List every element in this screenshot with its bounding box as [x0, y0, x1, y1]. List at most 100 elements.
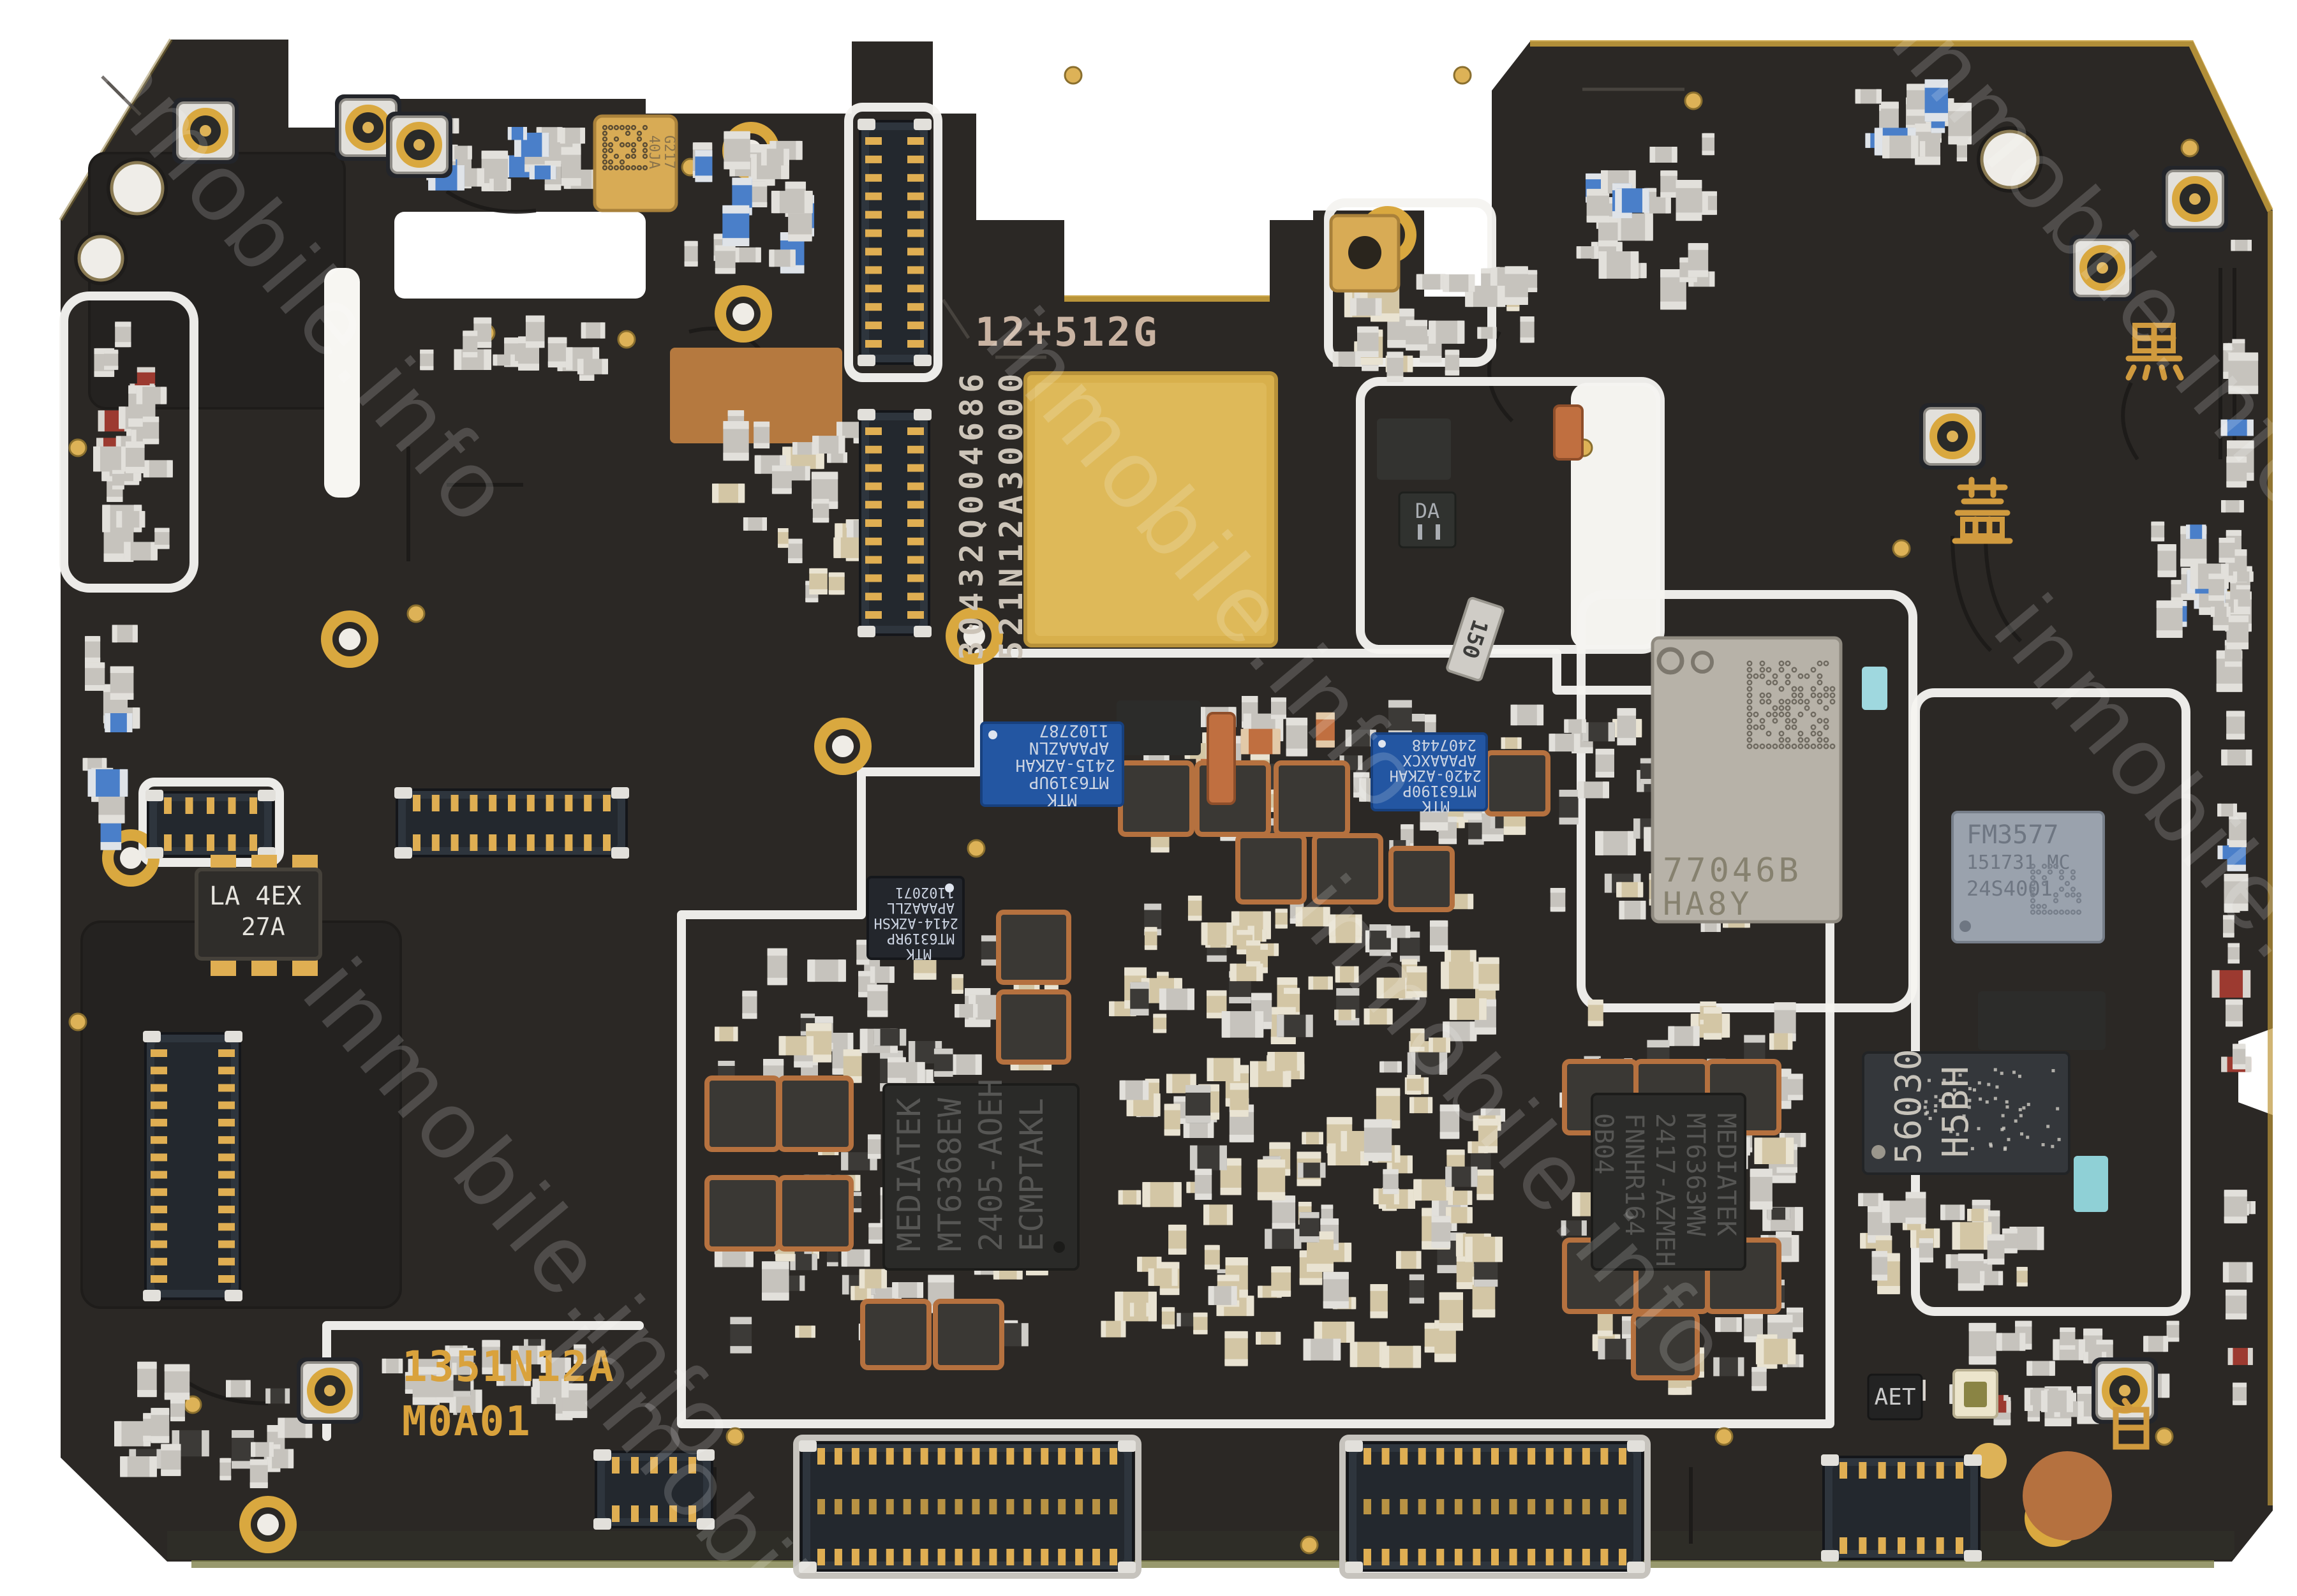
- datamatrix-dot: [1817, 692, 1823, 698]
- gold-screw-ring: [321, 610, 378, 668]
- smd-terminal: [843, 1049, 862, 1056]
- connector-pin: [1528, 1499, 1536, 1514]
- smd-component: [2026, 1361, 2055, 1376]
- laser-dot: [2046, 1125, 2050, 1128]
- smd-body: [1345, 729, 1376, 747]
- smd-terminal: [1355, 351, 1361, 367]
- smd-terminal: [2151, 537, 2165, 542]
- smd-terminal: [1168, 1248, 1187, 1255]
- datamatrix-dot: [642, 124, 648, 131]
- smd-body: [1445, 1166, 1478, 1187]
- smd-body: [769, 249, 796, 267]
- laser-dot: [2056, 1107, 2060, 1111]
- datamatrix-dot: [607, 142, 614, 148]
- datamatrix-dot: [636, 165, 643, 171]
- datamatrix-dot: [602, 124, 608, 131]
- smd-terminal: [1383, 1189, 1399, 1194]
- smd-body: [777, 528, 789, 548]
- chip-marking: 1102787: [1039, 721, 1109, 740]
- chip-pin1-dot: [1053, 1241, 1065, 1253]
- smd-component: [249, 1459, 268, 1488]
- smd-body: [851, 1285, 872, 1301]
- smd-terminal: [1349, 1341, 1358, 1368]
- smd-component: [812, 499, 829, 523]
- datamatrix-dot: [1810, 743, 1817, 750]
- smd-body: [711, 484, 745, 503]
- smd-terminal: [743, 517, 748, 531]
- smd-body: [2185, 524, 2206, 539]
- silkscreen-board-rev: M0A01: [402, 1398, 532, 1445]
- connector-pin: [1619, 1448, 1626, 1465]
- smd-terminal: [1480, 1108, 1486, 1122]
- smd-body: [114, 1421, 151, 1447]
- connector-pin: [1545, 1499, 1554, 1514]
- smd-terminal: [1275, 908, 1288, 913]
- datamatrix-dot: [2070, 875, 2076, 881]
- smd-terminal: [755, 247, 761, 263]
- smd-terminal: [481, 151, 509, 159]
- smd-terminal: [1665, 196, 1671, 214]
- smd-component: [85, 636, 101, 663]
- smd-component: [1240, 728, 1281, 755]
- power-inductor: [996, 989, 1071, 1065]
- module-datamatrix: [1746, 660, 1836, 750]
- smd-terminal: [1640, 901, 1646, 920]
- smd-terminal: [1471, 1166, 1478, 1187]
- smd-terminal: [1156, 972, 1169, 976]
- smd-terminal: [119, 769, 128, 797]
- smd-terminal: [1364, 1153, 1392, 1162]
- chip-small-dark: [1377, 418, 1451, 480]
- smd-terminal: [161, 1444, 181, 1451]
- smd-body: [143, 460, 173, 478]
- smd-terminal: [1298, 1202, 1312, 1207]
- chip-aet: AET: [1867, 1373, 1923, 1421]
- smd-terminal: [1581, 719, 1586, 733]
- smd-terminal: [557, 127, 563, 143]
- smd-terminal: [1250, 1061, 1258, 1088]
- smd-terminal: [1241, 695, 1258, 702]
- btb-connector: [793, 1435, 1141, 1579]
- smd-terminal: [1258, 1285, 1263, 1298]
- connector-pin: [546, 834, 554, 851]
- connector-pin: [1436, 1499, 1445, 1514]
- smd-component: [1328, 914, 1362, 936]
- smd-body: [1952, 1222, 1992, 1250]
- smd-terminal: [1220, 1187, 1242, 1195]
- gold-via: [2155, 1427, 2174, 1446]
- smd-terminal: [733, 1026, 738, 1042]
- connector-pin: [920, 1499, 928, 1514]
- smd-terminal: [1286, 748, 1308, 757]
- smd-body: [1407, 1052, 1448, 1075]
- smd-terminal: [1353, 772, 1370, 778]
- smd-terminal: [859, 1269, 865, 1289]
- datamatrix-dot: [2058, 875, 2065, 881]
- connector-pin: [1878, 1537, 1886, 1554]
- gold-via: [617, 330, 636, 349]
- smd-terminal: [1501, 737, 1505, 750]
- connector-pin: [851, 1499, 859, 1514]
- connector-pin: [151, 1101, 167, 1109]
- smd-component: [540, 1357, 571, 1373]
- smd-terminal: [1143, 1080, 1149, 1100]
- smd-component: [1256, 1331, 1281, 1345]
- smd-terminal: [2096, 1340, 2113, 1345]
- smd-terminal: [1386, 1008, 1393, 1025]
- smd-body: [2026, 1361, 2055, 1376]
- smd-terminal: [1217, 1275, 1240, 1282]
- laser-dot: [1993, 1097, 1997, 1100]
- smd-terminal: [1164, 751, 1170, 767]
- smd-body: [841, 1249, 870, 1267]
- power-inductor: [1118, 760, 1194, 837]
- smd-component: [715, 1026, 738, 1042]
- connector-pin: [1509, 1448, 1517, 1465]
- smd-terminal: [453, 1391, 471, 1397]
- smd-terminal: [2190, 563, 2198, 589]
- smd-component: [1187, 896, 1202, 921]
- connector-pin: [584, 834, 592, 851]
- connector-clip: [1964, 1454, 1982, 1466]
- smd-terminal: [1407, 355, 1413, 373]
- smd-terminal: [1559, 817, 1579, 825]
- smd-body: [2009, 1227, 2044, 1250]
- smd-terminal: [112, 624, 117, 643]
- smd-terminal: [692, 142, 713, 150]
